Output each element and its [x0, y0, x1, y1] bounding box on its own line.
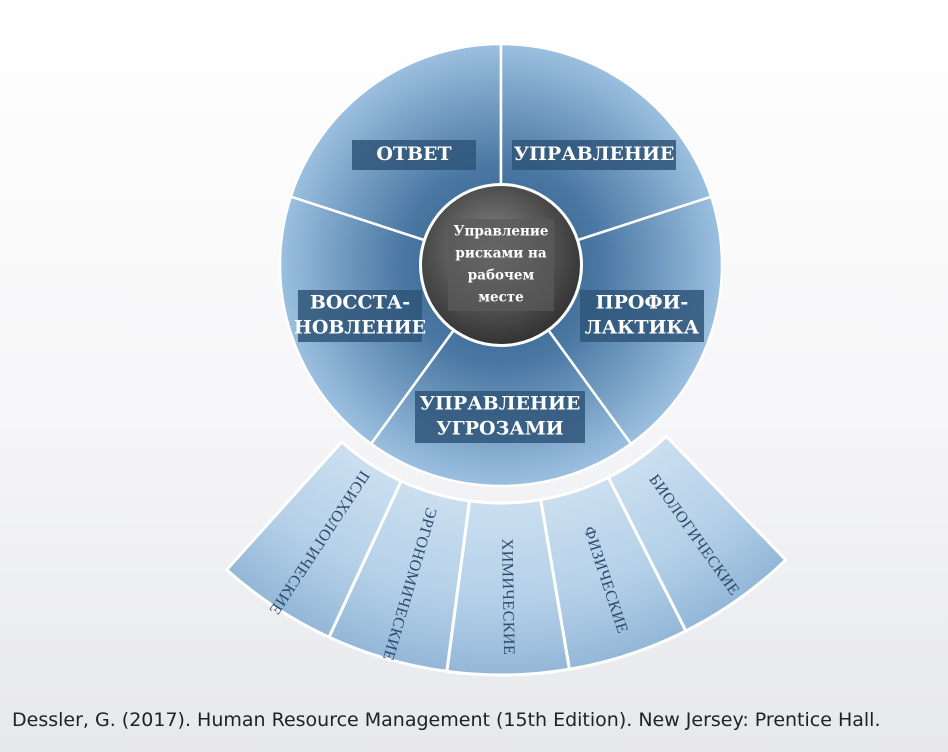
hub-label-line-2: рабочем	[468, 268, 535, 284]
segment-label-otvet-0: ОТВЕТ	[376, 143, 451, 165]
threat-label-2: ХИМИЧЕСКИЕ	[498, 538, 517, 655]
hub-label-box	[448, 219, 554, 311]
hub-label-line-1: рисками на	[455, 246, 546, 262]
citation: Dessler, G. (2017). Human Resource Manag…	[12, 709, 881, 731]
segment-label-vosstanovlenie-1: НОВЛЕНИЕ	[294, 317, 426, 339]
segment-label-upravlenie-ugrozami-1: УГРОЗАМИ	[436, 418, 564, 440]
segment-label-box-upravlenie	[512, 140, 676, 170]
segment-label-box-otvet	[352, 140, 476, 170]
hub-label-line-0: Управление	[454, 224, 549, 240]
segment-label-profilaktika-0: ПРОФИ-	[596, 292, 689, 314]
risk-management-diagram: БИОЛОГИЧЕСКИЕФИЗИЧЕСКИЕХИМИЧЕСКИЕЭРГОНОМ…	[224, 44, 786, 675]
segment-label-box-vosstanovlenie	[298, 290, 422, 342]
segment-label-upravlenie-0: УПРАВЛЕНИЕ	[514, 143, 675, 165]
segment-label-box-profilaktika	[580, 290, 704, 342]
segment-label-upravlenie-ugrozami-0: УПРАВЛЕНИЕ	[420, 393, 581, 415]
segment-label-vosstanovlenie-0: ВОССТА-	[310, 292, 410, 314]
segment-label-box-upravlenie-ugrozami	[415, 391, 585, 443]
segment-label-profilaktika-1: ЛАКТИКА	[585, 317, 700, 339]
hub-label-line-3: месте	[478, 290, 524, 306]
threat-wedge-4	[224, 439, 404, 640]
